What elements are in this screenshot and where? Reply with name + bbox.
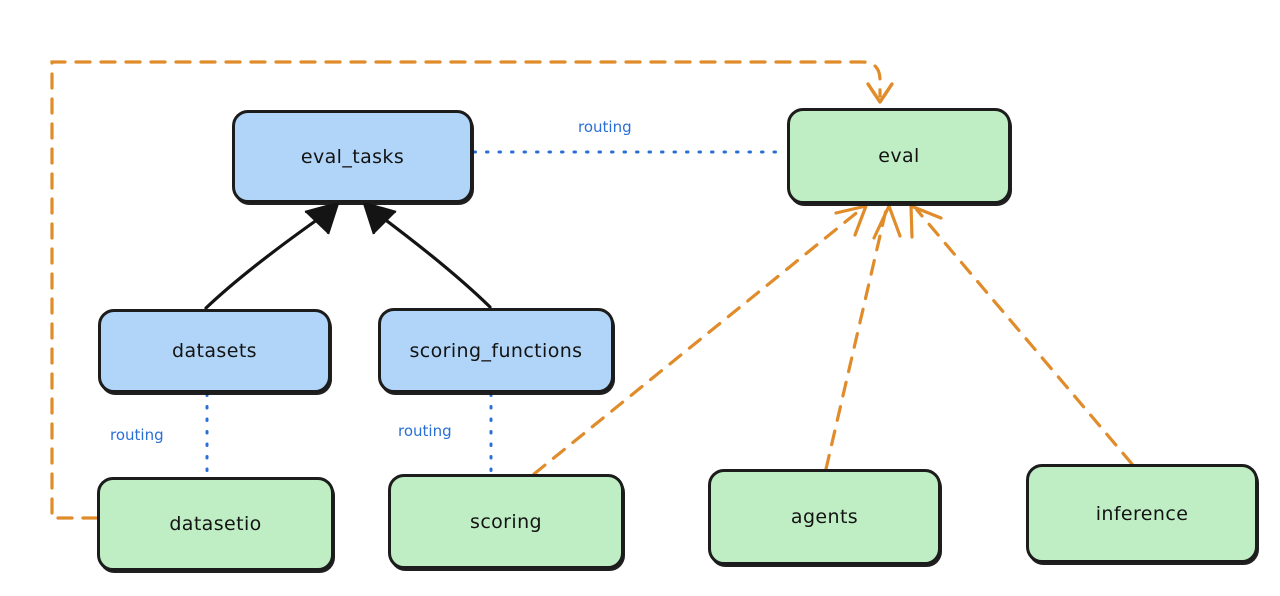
node-scoring-functions[interactable]: scoring_functions [378, 308, 614, 393]
node-label-scoring: scoring [470, 510, 542, 533]
edge-datasetio-eval-arrowhead [866, 82, 894, 104]
node-eval[interactable]: eval [787, 108, 1011, 204]
node-scoring[interactable]: scoring [388, 474, 624, 569]
edge-inference-eval [915, 208, 1134, 466]
edge-datasets-eval-tasks-arrowhead [304, 201, 340, 235]
edge-inference-eval-arrowhead [909, 204, 943, 239]
node-datasetio[interactable]: datasetio [97, 477, 334, 571]
node-agents[interactable]: agents [708, 469, 941, 565]
edge-scoring-functions-eval-tasks [369, 207, 492, 309]
node-label-datasetio: datasetio [169, 513, 262, 535]
node-datasets[interactable]: datasets [98, 309, 331, 393]
node-label-inference: inference [1095, 502, 1189, 525]
edge-agents-eval [824, 208, 888, 471]
edge-scoring-eval-arrowhead [834, 204, 868, 237]
edge-datasets-eval-tasks [204, 208, 333, 310]
node-label-eval: eval [878, 145, 920, 167]
node-label-scoring-functions: scoring_functions [409, 339, 583, 362]
edge-agents-eval-arrowhead [872, 204, 902, 240]
node-inference[interactable]: inference [1026, 464, 1258, 563]
node-label-eval-tasks: eval_tasks [300, 145, 405, 168]
node-label-datasets: datasets [172, 340, 257, 362]
node-eval-tasks[interactable]: eval_tasks [232, 110, 473, 203]
edge-label-routing-datasets: routing [110, 426, 164, 444]
edge-scoring-functions-eval-tasks-arrowhead [362, 201, 397, 235]
node-label-agents: agents [790, 506, 859, 528]
edge-label-routing-scoring-functions: routing [398, 422, 452, 440]
edge-label-routing-eval-tasks: routing [578, 118, 632, 136]
